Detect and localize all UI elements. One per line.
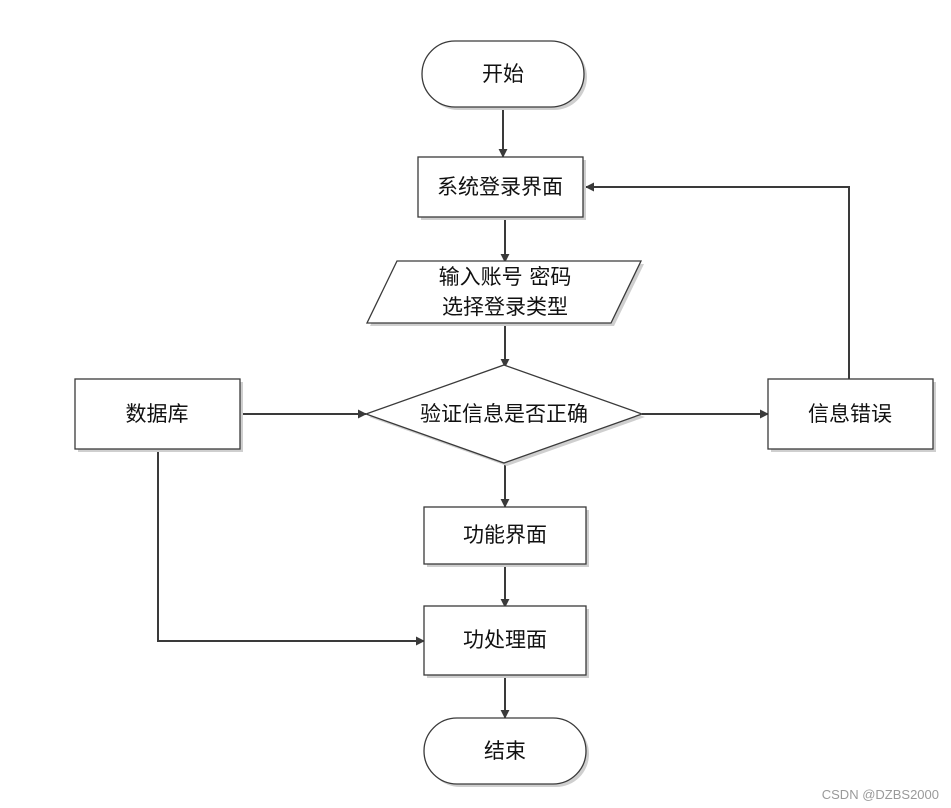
database-label: 数据库 <box>126 402 189 426</box>
process-screen-label: 功处理面 <box>463 628 547 652</box>
database-box <box>74 378 241 450</box>
info-error-box <box>767 378 934 450</box>
input-label-line1: 输入账号 密码 <box>439 265 572 289</box>
function-screen-label: 功能界面 <box>463 523 547 547</box>
watermark: CSDN @DZBS2000 <box>821 787 939 802</box>
function-screen-box <box>423 506 587 565</box>
end-terminal <box>423 717 587 785</box>
info-error-label: 信息错误 <box>808 402 892 426</box>
verify-diamond <box>364 364 644 464</box>
input-label-line2: 选择登录类型 <box>442 295 568 319</box>
input-parallelogram <box>365 260 643 324</box>
start-label: 开始 <box>482 62 524 86</box>
arrow-database-to-process <box>157 450 425 646</box>
login-screen-box <box>417 156 584 218</box>
arrow-error-to-login <box>585 182 850 380</box>
start-terminal <box>421 40 585 108</box>
process-screen-box <box>423 605 587 676</box>
verify-label: 验证信息是否正确 <box>420 402 588 426</box>
login-screen-label: 系统登录界面 <box>437 175 563 199</box>
end-label: 结束 <box>484 739 526 763</box>
